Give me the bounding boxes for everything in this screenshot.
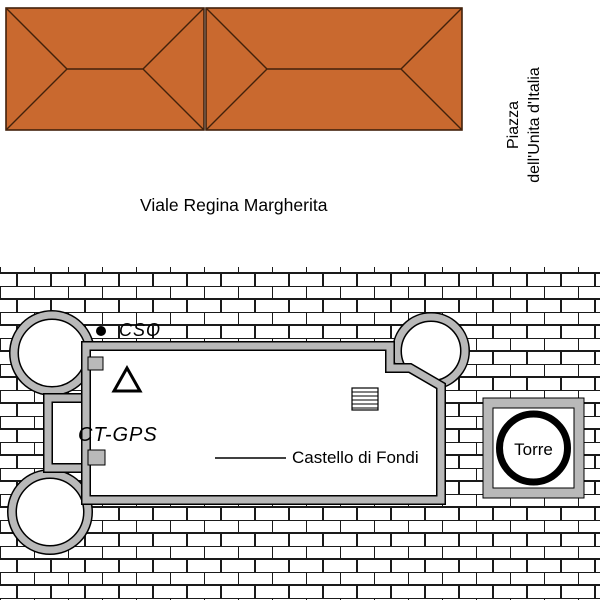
castle-name-label: Castello di Fondi	[292, 448, 419, 467]
roof-left-building	[5, 7, 205, 131]
staircase	[351, 387, 379, 411]
tower-bottom-left	[7, 469, 93, 555]
station-triangle-icon	[111, 364, 143, 393]
interior-pilaster-upper	[87, 356, 104, 371]
cso-station-label: CSO	[119, 320, 162, 340]
roof-right-building	[205, 7, 463, 131]
torre-label: Torre	[514, 440, 553, 459]
cso-survey-dot-icon	[96, 326, 106, 336]
street-label-piazza-unita-italia: Piazza dell'Unita d'Italia	[503, 50, 545, 200]
roof-left-hip-lines	[5, 7, 205, 131]
ct-gps-station-label: CT-GPS	[78, 424, 158, 446]
torre-structure	[482, 397, 585, 499]
piazza-label-line1: Piazza	[505, 100, 522, 150]
piazza-label-line2: dell'Unita d'Italia	[526, 67, 543, 183]
street-label-viale-regina-margherita: Viale Regina Margherita	[140, 195, 328, 215]
torre-ring	[496, 410, 571, 486]
castle-main-hall	[81, 341, 446, 505]
interior-pilaster-lower	[87, 449, 106, 466]
castle-plan	[7, 310, 470, 555]
tower-top-left	[9, 310, 95, 396]
roof-right-hip-lines	[205, 7, 463, 131]
